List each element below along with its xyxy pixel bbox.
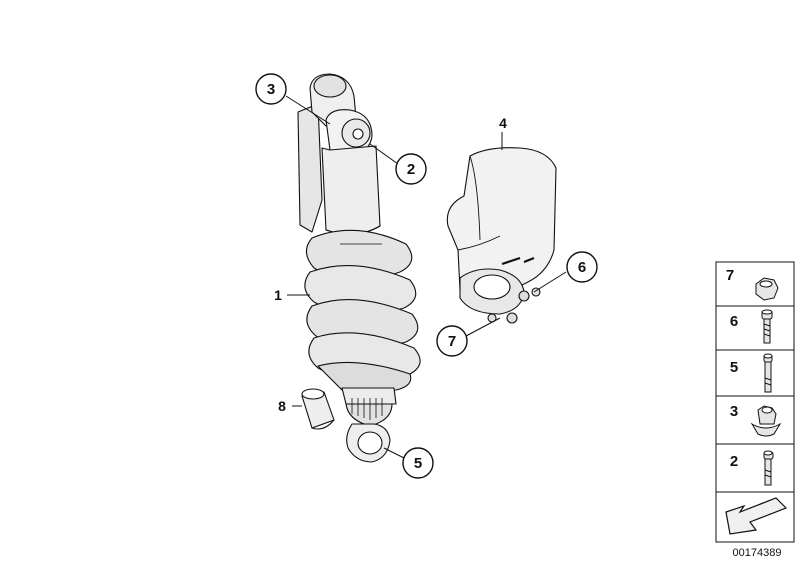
- svg-text:3: 3: [730, 403, 738, 420]
- short-bolt-icon: [763, 450, 774, 486]
- callout-6: 6: [566, 251, 598, 283]
- direction-arrow-icon: [725, 497, 788, 535]
- spacer-sleeve: [301, 388, 335, 430]
- long-bolt-icon: [763, 353, 773, 393]
- shock-absorber: [297, 73, 421, 463]
- svg-text:2: 2: [730, 453, 738, 470]
- hex-nut-icon: [755, 277, 779, 301]
- legend-row-3: 3: [730, 403, 782, 437]
- svg-text:5: 5: [414, 455, 422, 472]
- callout-4: 4: [499, 115, 507, 131]
- svg-text:1: 1: [274, 287, 282, 303]
- legend-row-7: 7: [726, 267, 779, 301]
- svg-text:3: 3: [267, 81, 275, 98]
- legend-row-2: 2: [730, 450, 774, 486]
- parts-legend: 7 6 5: [715, 261, 795, 543]
- legend-row-5: 5: [730, 353, 773, 393]
- callout-1: 1: [274, 287, 282, 303]
- callout-7: 7: [436, 325, 468, 357]
- svg-text:6: 6: [578, 259, 586, 276]
- callout-8: 8: [278, 398, 286, 414]
- svg-text:7: 7: [448, 333, 456, 350]
- svg-text:6: 6: [730, 313, 738, 330]
- callout-5: 5: [402, 447, 434, 479]
- shock-cover-bracket: [446, 147, 557, 324]
- leader-lines: [285, 95, 567, 459]
- callout-3: 3: [255, 73, 287, 105]
- legend-row-6: 6: [730, 309, 773, 344]
- socket-screw-icon: [761, 309, 773, 344]
- svg-text:2: 2: [407, 161, 415, 178]
- svg-text:7: 7: [726, 267, 734, 284]
- collar-nut-icon: [750, 405, 782, 437]
- svg-text:5: 5: [730, 359, 738, 376]
- diagram-id: 00174389: [733, 547, 782, 559]
- callout-2: 2: [395, 153, 427, 185]
- svg-text:8: 8: [278, 398, 286, 414]
- svg-text:4: 4: [499, 115, 507, 131]
